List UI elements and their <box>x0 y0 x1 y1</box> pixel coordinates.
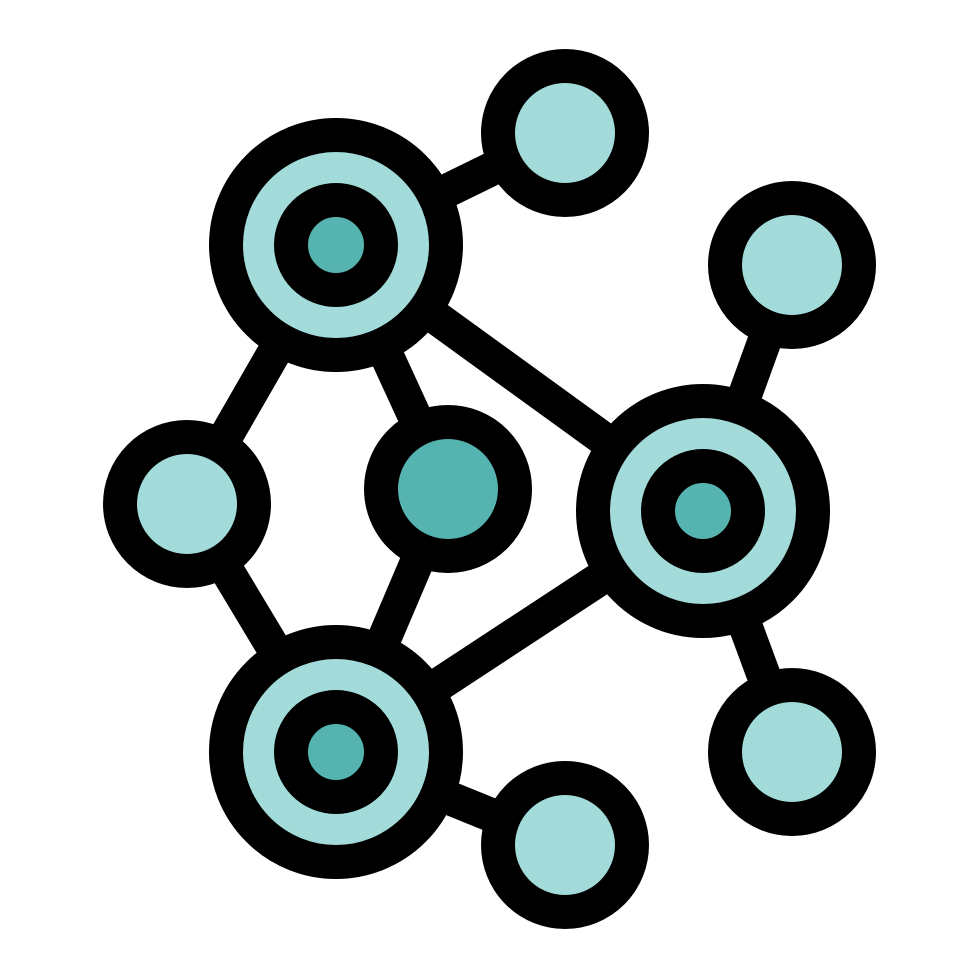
hub-inner-core <box>274 690 398 814</box>
node-left <box>103 420 271 588</box>
node-topR <box>481 49 649 217</box>
node-hubBL <box>209 625 463 879</box>
node-circle <box>481 49 649 217</box>
hub-inner-core <box>274 183 398 307</box>
hub-inner-core <box>641 449 765 573</box>
node-circle <box>481 761 649 929</box>
node-circle <box>364 405 532 573</box>
node-hubR <box>576 384 830 638</box>
node-circle <box>103 420 271 588</box>
node-botC <box>481 761 649 929</box>
node-hubTL <box>209 118 463 372</box>
node-center <box>364 405 532 573</box>
node-farR <box>708 181 876 349</box>
node-botR <box>708 668 876 836</box>
node-circle <box>708 181 876 349</box>
node-group <box>103 49 876 929</box>
node-circle <box>708 668 876 836</box>
